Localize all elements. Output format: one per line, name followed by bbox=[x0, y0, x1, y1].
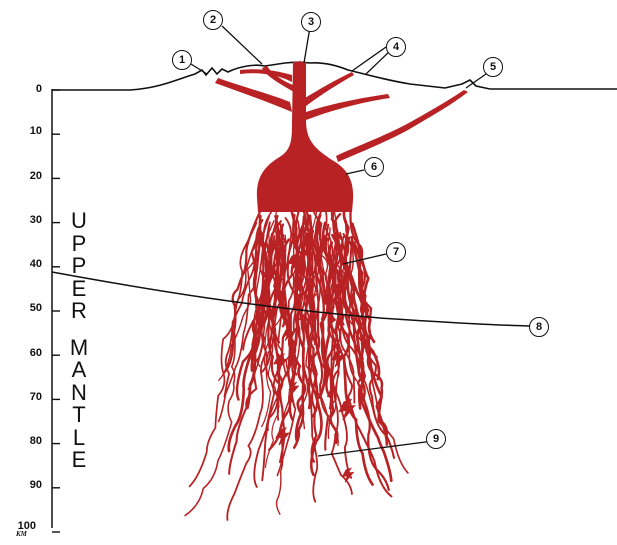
title-letter: P bbox=[72, 255, 87, 278]
magma-reservoir bbox=[257, 120, 353, 212]
depth-unit-label: KM bbox=[16, 530, 27, 538]
title-letter: U bbox=[71, 210, 87, 233]
title-letter: T bbox=[72, 404, 85, 427]
callout-7: 7 bbox=[386, 242, 406, 262]
callout-9: 9 bbox=[426, 429, 446, 449]
upper-left-branch bbox=[240, 69, 292, 82]
callout-1: 1 bbox=[172, 50, 192, 70]
magma-conduit-system bbox=[185, 61, 468, 520]
magma-root-network bbox=[185, 205, 408, 520]
title-letter: L bbox=[73, 427, 85, 450]
title-letter: P bbox=[72, 233, 87, 256]
tick-label-80: 80 bbox=[12, 435, 42, 447]
right-dike-upper bbox=[305, 72, 354, 106]
tick-label-50: 50 bbox=[12, 302, 42, 314]
callout-4: 4 bbox=[386, 37, 406, 57]
title-letter: E bbox=[72, 278, 87, 301]
callout-2: 2 bbox=[203, 10, 223, 30]
depth-axis-ticks bbox=[52, 90, 60, 532]
tick-label-40: 40 bbox=[12, 258, 42, 270]
right-dike-lower bbox=[306, 94, 390, 120]
tick-label-10: 10 bbox=[12, 125, 42, 137]
tick-label-70: 70 bbox=[12, 391, 42, 403]
main-conduit bbox=[292, 62, 306, 122]
title-letter: M bbox=[70, 337, 88, 360]
callout-5: 5 bbox=[483, 57, 503, 77]
title-letter: A bbox=[72, 359, 87, 382]
tick-label-90: 90 bbox=[12, 479, 42, 491]
callout-3: 3 bbox=[301, 12, 321, 32]
tick-label-20: 20 bbox=[12, 170, 42, 182]
title-letter: N bbox=[71, 382, 87, 405]
lightning-bolt-icon bbox=[343, 468, 353, 482]
tick-label-60: 60 bbox=[12, 347, 42, 359]
callout-8: 8 bbox=[529, 317, 549, 337]
title-letter: E bbox=[72, 449, 87, 472]
summit-vent bbox=[296, 61, 304, 64]
callout-6: 6 bbox=[364, 157, 384, 177]
tick-label-30: 30 bbox=[12, 214, 42, 226]
tick-label-0: 0 bbox=[12, 83, 42, 95]
